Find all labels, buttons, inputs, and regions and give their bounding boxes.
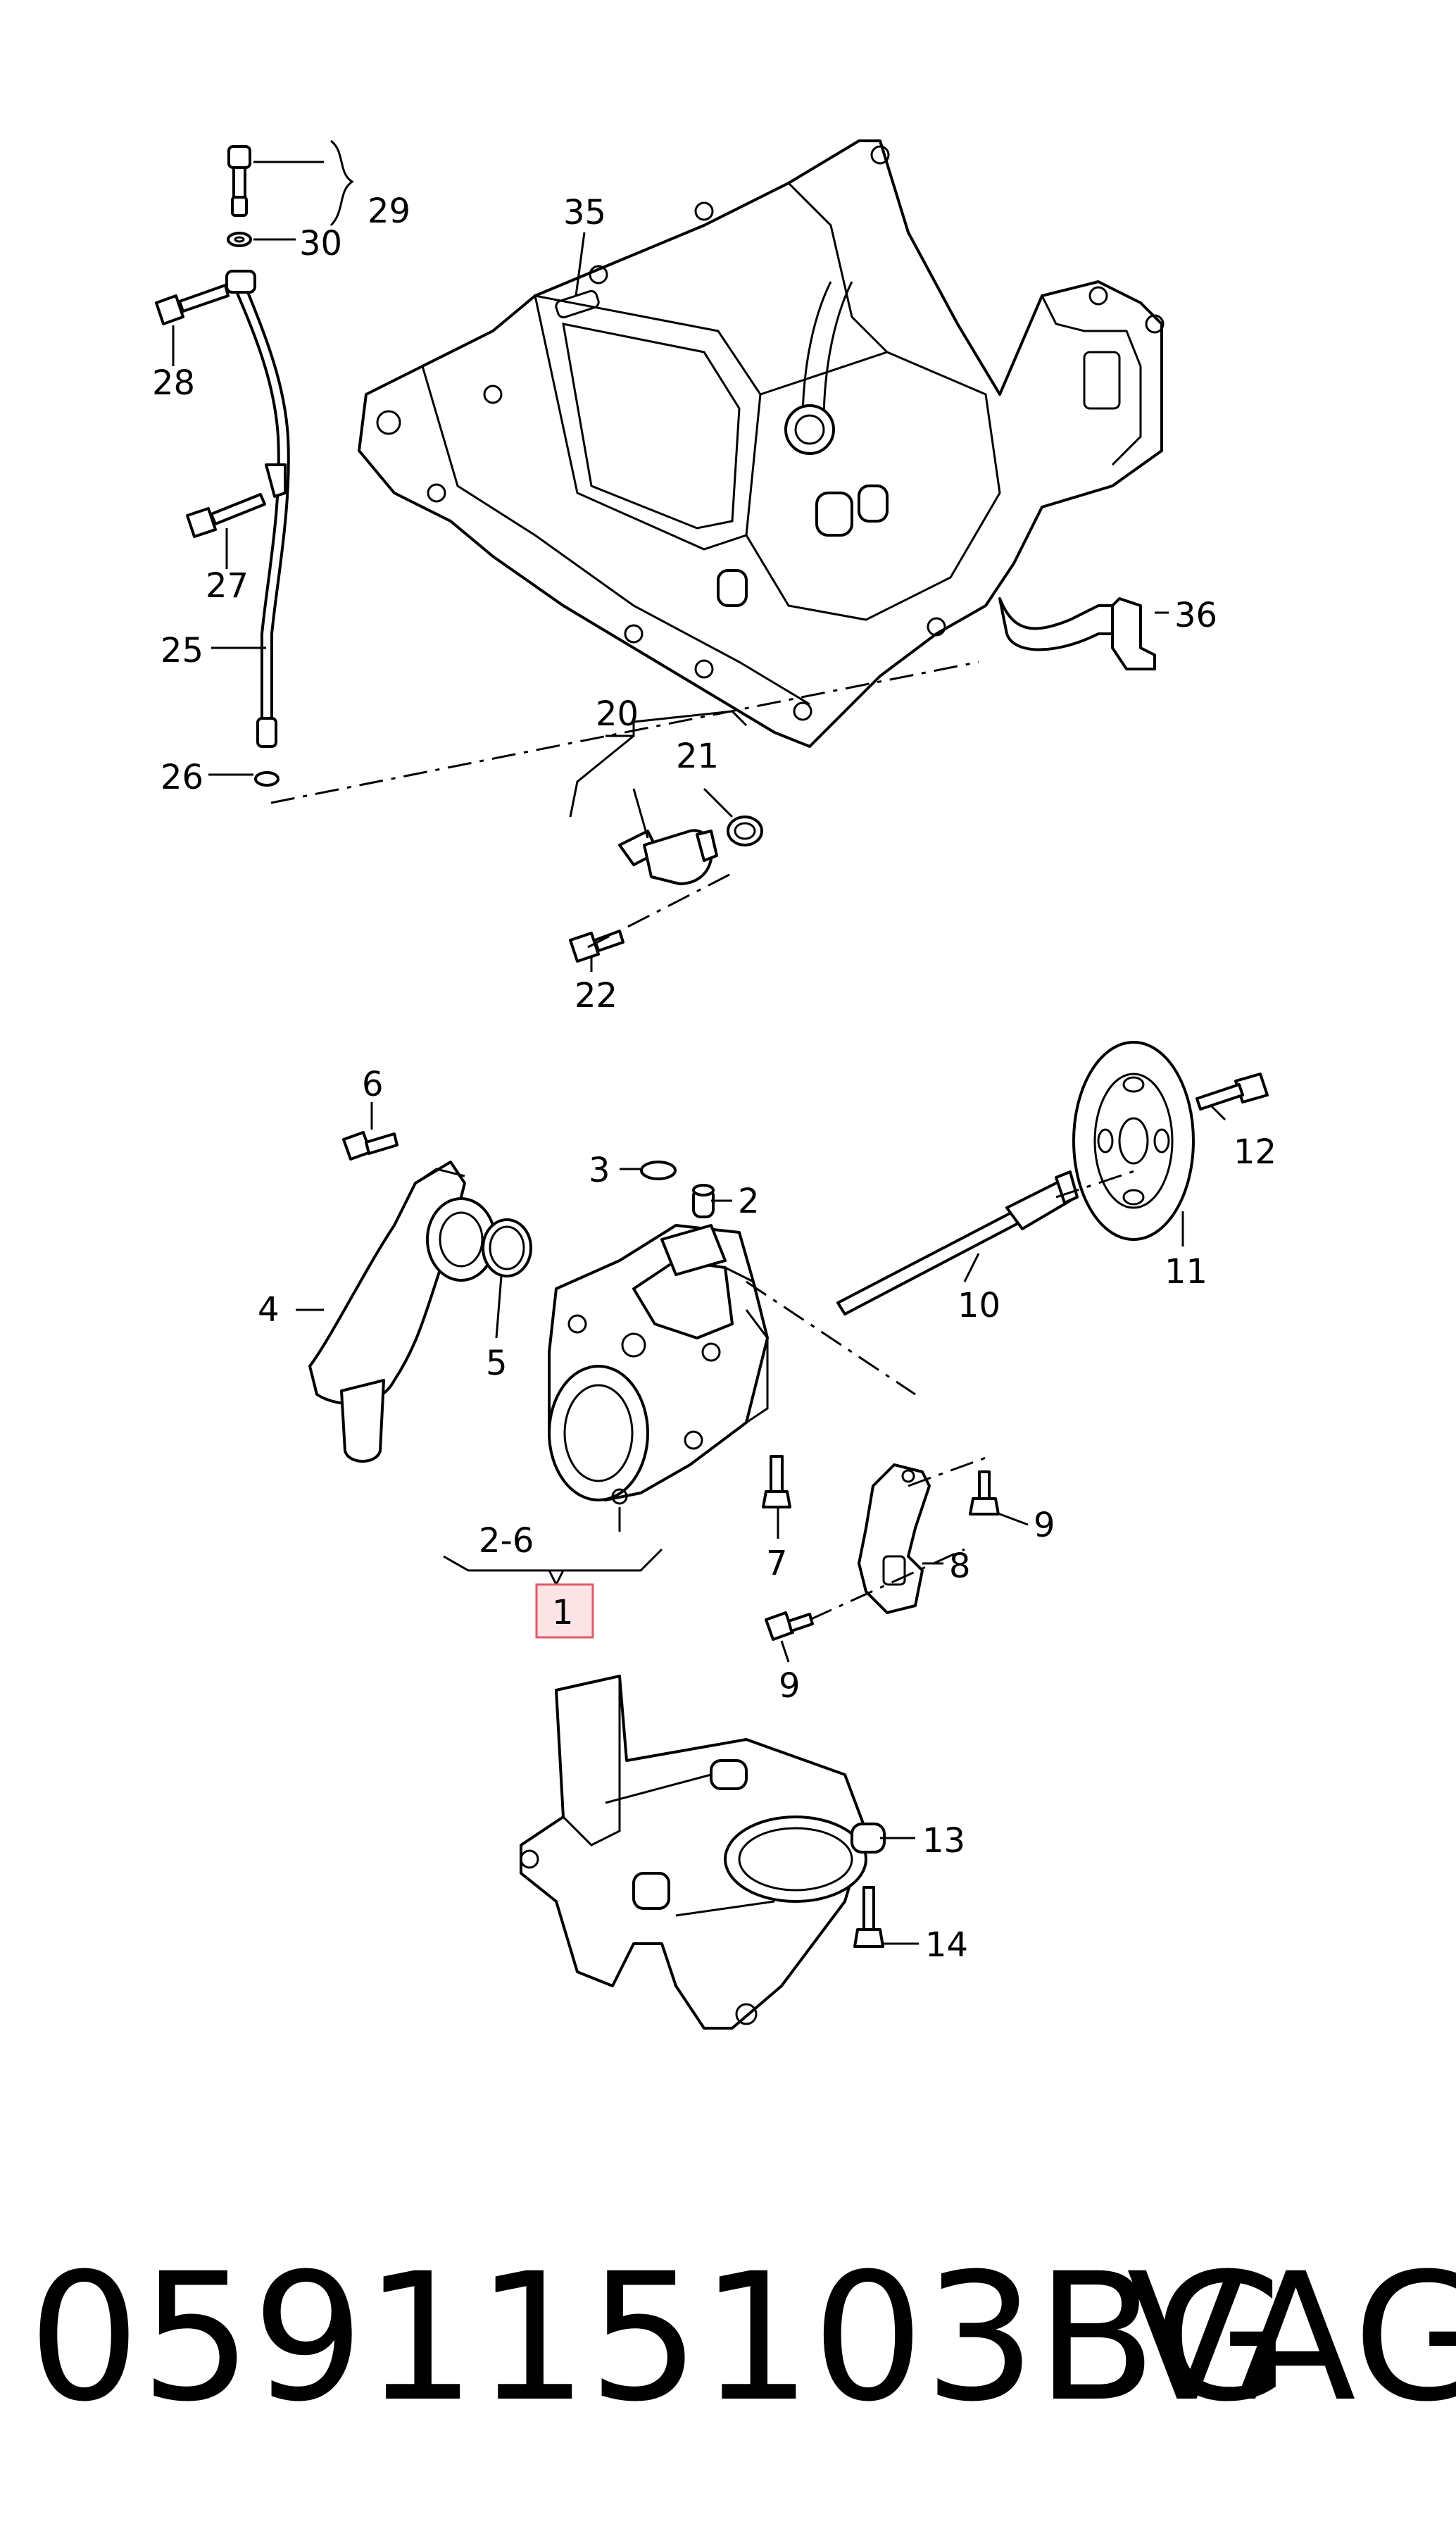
callout-2: 2 (738, 1182, 760, 1221)
callout-3: 3 (589, 1151, 610, 1190)
callout-9-upper: 9 (1034, 1506, 1055, 1545)
brand-name: VAG (1126, 2235, 1456, 2440)
callout-9-lower: 9 (779, 1666, 801, 1706)
oil-pump-1 (548, 1224, 769, 1505)
callout-21: 21 (676, 737, 719, 776)
callout-27: 27 (206, 566, 249, 606)
callout-28: 28 (152, 363, 195, 403)
oil-pan-35 (358, 139, 1165, 748)
callout-4: 4 (258, 1290, 280, 1330)
leader-lines (172, 139, 1226, 1945)
bolt-27 (186, 493, 266, 538)
connection-lines (270, 661, 1141, 1621)
bolt-9-lower (765, 1611, 814, 1641)
dipstick-tube-25 (225, 270, 290, 748)
bolt-28 (155, 284, 230, 325)
part-number-footer: 059115103BG VAG (28, 2232, 1456, 2444)
o-ring-3 (640, 1161, 677, 1180)
callout-25: 25 (161, 631, 203, 670)
callout-36: 36 (1174, 596, 1217, 635)
pin-2 (692, 1184, 715, 1218)
part-number: 059115103BG (28, 2235, 1291, 2440)
bolt-6 (342, 1131, 398, 1161)
bolt-29 (227, 145, 251, 217)
callout-20: 20 (596, 694, 639, 734)
shaft-10 (836, 1170, 1079, 1316)
washer-26 (254, 771, 280, 787)
callout-labels: 35 29 30 28 27 25 26 36 20 21 22 6 3 2 1… (152, 192, 1276, 1965)
callout-1: 1 (552, 1593, 574, 1632)
callout-22: 22 (575, 976, 617, 1015)
callout-13: 13 (922, 1821, 965, 1861)
callout-8: 8 (949, 1546, 971, 1586)
bolt-9-upper (969, 1470, 1000, 1516)
callout-30: 30 (299, 224, 342, 263)
callout-14: 14 (925, 1925, 968, 1965)
bolt-7 (762, 1455, 791, 1508)
callout-2-6-group: 2-6 (479, 1521, 534, 1561)
callout-7: 7 (766, 1544, 788, 1583)
valve-20 (618, 829, 718, 885)
callout-26: 26 (161, 758, 203, 797)
highlight-box-part-1 (535, 1583, 594, 1639)
bolt-22 (569, 930, 625, 963)
callout-5: 5 (486, 1344, 508, 1383)
o-ring-21 (727, 815, 763, 846)
washer-30 (227, 232, 252, 247)
suction-pipe-4 (308, 1161, 496, 1463)
pipe-36 (998, 597, 1156, 670)
callout-6: 6 (362, 1065, 384, 1104)
bolt-14 (853, 1886, 884, 1948)
callout-10: 10 (958, 1286, 1000, 1325)
callout-35: 35 (563, 193, 606, 232)
bolt-12 (1195, 1073, 1269, 1111)
baffle-13 (520, 1675, 886, 2030)
bracket-8 (858, 1463, 931, 1614)
callout-11: 11 (1165, 1252, 1207, 1292)
callout-12: 12 (1234, 1132, 1276, 1172)
callout-29: 29 (368, 192, 410, 231)
gasket-5 (482, 1218, 532, 1277)
sprocket-11 (1072, 1041, 1195, 1241)
